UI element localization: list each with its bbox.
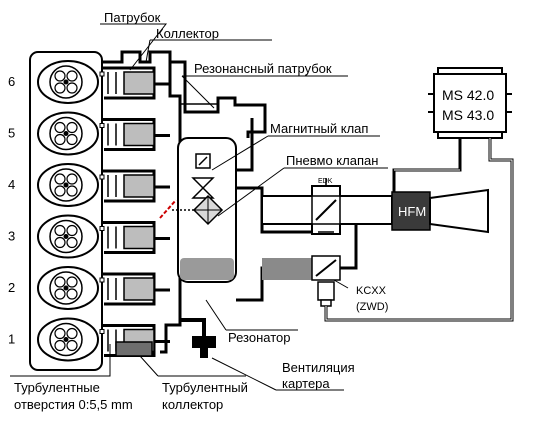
hfm-sensor: [391, 188, 489, 234]
label-rezonator: Резонатор: [228, 330, 290, 345]
cylinder-number: 2: [8, 280, 15, 295]
turbulence-collector-pipe: [115, 341, 153, 357]
runner-4: [102, 169, 170, 203]
label-ms-line2: MS 43.0: [442, 107, 494, 123]
cylinder-number: 5: [8, 126, 15, 141]
pneumo-valve: [192, 194, 224, 226]
cylinder-3: 3: [8, 214, 105, 259]
labels-group: Патрубок Коллектор Резонансный патрубок …: [14, 10, 494, 412]
label-rezonansnyi-patrubok: Резонансный патрубок: [194, 61, 332, 76]
resonance-pipe: [170, 60, 267, 138]
cylinder-2: 2: [8, 266, 105, 310]
cylinder-4: 4: [8, 163, 105, 207]
label-magnitnyi-klap: Магнитный клап: [270, 121, 368, 136]
flap-valve-symbol: [159, 199, 177, 219]
idle-valve-kcxx: [311, 224, 358, 307]
label-hfm: HFM: [398, 204, 426, 219]
runner-2: [102, 272, 170, 306]
label-turb-koll-line1: Турбулентный: [162, 380, 248, 395]
cylinder-number: 4: [8, 177, 15, 192]
runner-3: [102, 221, 170, 254]
label-patrubok: Патрубок: [104, 10, 161, 25]
label-ms-line1: MS 42.0: [442, 87, 494, 103]
label-ventilyatsiya-line2: картера: [282, 376, 330, 391]
intake-collector: [102, 50, 182, 354]
label-turb-koll-line2: коллектор: [162, 397, 223, 412]
cylinder-5: 5: [8, 111, 105, 156]
intake-runners: [102, 66, 170, 357]
label-turb-otv-line2: отверстия 0:5,5 mm: [14, 397, 133, 412]
ecu-ms-box: [428, 67, 512, 139]
label-edk: EDK: [318, 178, 333, 185]
crankcase-ventilation: [180, 318, 216, 358]
cylinder-number: 6: [8, 74, 15, 89]
cylinder-number: 3: [8, 229, 15, 244]
cylinder-6: 6: [8, 60, 105, 104]
cylinders-group: 6 5 4 3 2 1: [8, 60, 105, 362]
cylinder-1: 1: [8, 317, 105, 362]
label-pnevmo-klapan: Пневмо клапан: [286, 153, 378, 168]
resonator-fill: [180, 258, 234, 280]
cylinder-number: 1: [8, 332, 15, 347]
label-zwd: (ZWD): [356, 301, 388, 313]
label-turb-otv-line1: Турбулентные: [14, 380, 100, 395]
runner-6: [102, 66, 170, 100]
label-kollektor: Коллектор: [156, 26, 219, 41]
runner-5: [102, 118, 170, 151]
leader-lines: [10, 23, 388, 391]
throttle-body-edk: [261, 178, 393, 235]
bypass-channel: [262, 258, 314, 280]
label-ventilyatsiya-line1: Вентиляция: [282, 360, 355, 375]
label-kcxx: KCXX: [356, 285, 387, 297]
magnetic-valve: [191, 153, 215, 199]
